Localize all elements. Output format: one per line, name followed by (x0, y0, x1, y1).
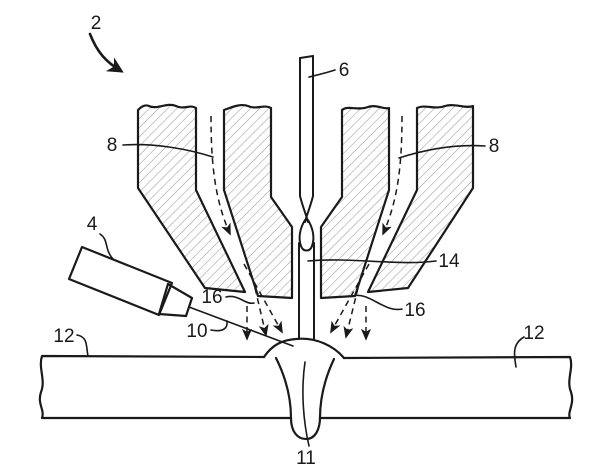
weld-bead-left-side (274, 356, 293, 420)
weld-bead (262, 337, 346, 441)
ref-label-8-left: 8 (107, 135, 118, 156)
weld-bead-cap (262, 337, 346, 360)
ref-14-leader (307, 259, 437, 264)
workpieces (38, 354, 574, 420)
workpiece-left (38, 354, 293, 420)
ref-6-leader (308, 69, 336, 78)
ref-label-10: 10 (186, 321, 207, 342)
nozzle-block-left-inner (222, 103, 294, 300)
ref-8-right-leader (398, 144, 486, 159)
ref-label-11: 11 (296, 448, 316, 469)
nozzle-block-left-outer (136, 103, 247, 294)
ref-16-left-leader (225, 295, 255, 304)
gas-flow-left-angled (254, 287, 269, 337)
laser-joint-line (157, 282, 170, 316)
workpiece-right (318, 355, 574, 420)
gas-flow-lines (210, 115, 403, 341)
wire-droplet (298, 219, 315, 252)
laser-body (67, 245, 174, 317)
ref-12-right-leader (513, 336, 525, 368)
ref-label-2: 2 (91, 13, 102, 34)
weld-bead-root (289, 415, 322, 441)
gas-flow-left-channel (210, 115, 231, 236)
ref-8-left-leader (122, 143, 214, 158)
ref-label-6: 6 (339, 60, 350, 81)
laser-beam-line (188, 306, 294, 347)
filler-wire (298, 55, 315, 340)
reference-numerals: 2 6 8 8 4 14 16 16 10 12 12 11 (53, 13, 544, 469)
ref-label-16-right: 16 (404, 300, 425, 321)
ref-10-leader (210, 320, 228, 332)
ref-label-12-right: 12 (523, 323, 544, 344)
ref-16-right-leader (351, 294, 403, 311)
ref-4-leader (99, 233, 114, 260)
nozzle-block-right-outer (366, 104, 475, 294)
ref-label-14: 14 (438, 251, 460, 272)
ref-12-left-leader (76, 334, 89, 357)
weld-bead-right-side (318, 357, 336, 420)
ref-label-8-right: 8 (489, 136, 500, 157)
ref-2-arrow (88, 32, 124, 73)
ref-label-12-left: 12 (53, 326, 74, 347)
gas-flow-right-angled (343, 287, 359, 339)
ref-11-leader (302, 361, 310, 447)
gas-flow-left-gap (243, 263, 283, 334)
gas-flow-right-gap (330, 263, 370, 334)
ref-label-16-left: 16 (201, 287, 222, 308)
gas-flow-right-channel (382, 115, 403, 236)
laser-device (67, 245, 294, 347)
leader-lines (76, 32, 525, 447)
ref-label-4: 4 (87, 214, 98, 235)
gas-nozzle-assembly (136, 103, 475, 300)
